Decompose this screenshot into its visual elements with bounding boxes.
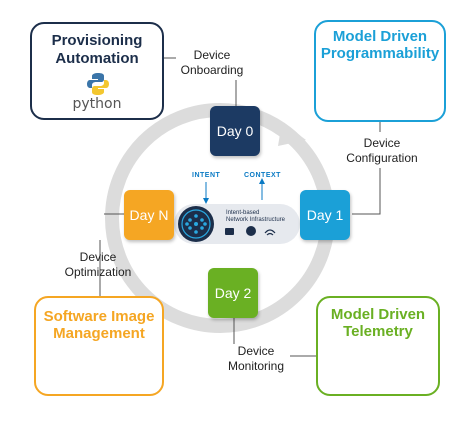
day-1-tile: Day 1 [300,190,350,240]
ring-arrow-head [278,122,306,146]
context-label: CONTEXT [244,172,281,179]
programmability-title-line1: Model Driven [332,28,428,45]
hub-label-line1: Intent-based [226,210,260,216]
telemetry-title-line2: Telemetry [343,323,413,340]
device-monitoring-label: Device Monitoring [224,344,288,374]
device-optimization-label: Device Optimization [56,250,140,280]
optimization-line2: Optimization [64,265,132,279]
python-logo-icon [87,73,109,95]
monitoring-line2: Monitoring [227,359,285,373]
programmability-title-line2: Programmability [320,45,440,62]
configuration-line1: Device [363,136,401,150]
model-driven-telemetry-box: Model Driven Telemetry [316,296,440,396]
onboarding-line2: Onboarding [180,63,244,77]
provisioning-title-line1: Provisioning [51,32,143,49]
software-image-title-line2: Management [53,325,145,342]
software-image-management-box: Software Image Management [34,296,164,396]
monitoring-line1: Device [237,344,275,358]
day-2-tile: Day 2 [208,268,258,318]
day-0-tile: Day 0 [210,106,260,156]
model-driven-programmability-box: Model Driven Programmability [314,20,446,122]
optimization-line1: Device [79,250,117,264]
provisioning-automation-box: Provisioning Automation python [30,22,164,120]
software-image-title-line1: Software Image [43,308,155,325]
connector-configuration [352,168,381,215]
python-logo-text: python [72,96,122,112]
intent-label: INTENT [192,172,221,179]
day-n-tile: Day N [124,190,174,240]
telemetry-title-line1: Model Driven [330,306,426,323]
device-configuration-label: Device Configuration [340,136,424,166]
provisioning-title-line2: Automation [55,50,139,67]
network-infrastructure-hub [174,204,300,244]
hub-label-line2: Network Infrastructure [226,217,286,223]
device-onboarding-label: Device Onboarding [176,48,248,78]
configuration-line2: Configuration [346,151,418,165]
onboarding-line1: Device [193,48,231,62]
